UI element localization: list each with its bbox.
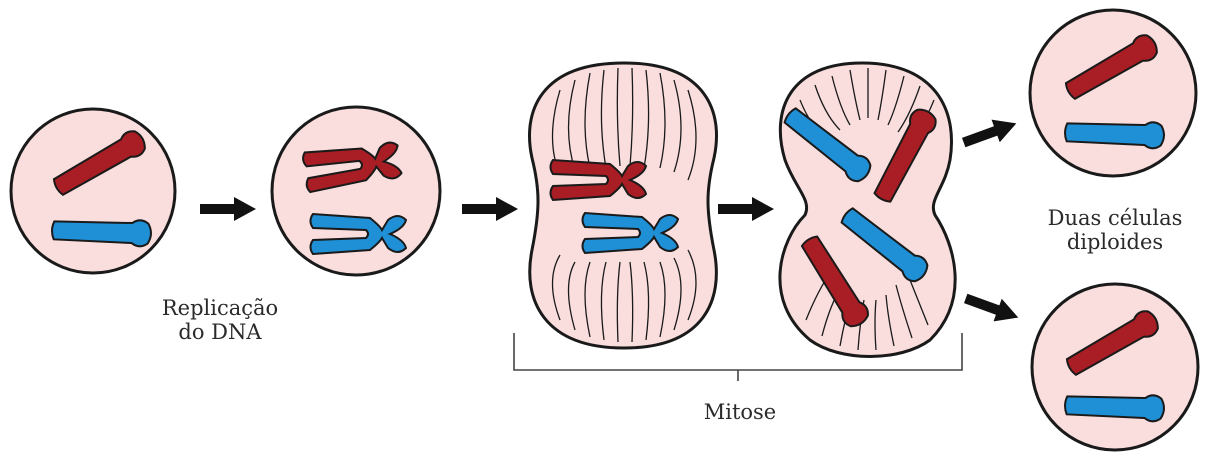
result-label: Duas células diploides [1035,206,1195,254]
arrow-icon [200,197,256,221]
arrow-icon [462,197,518,221]
arrow-icon [962,287,1023,329]
replicated-cell [272,107,440,275]
cell-membrane [11,109,175,273]
arrow-icon [718,197,774,221]
daughter-cell-top [1030,10,1196,176]
replication-label: Replicação do DNA [150,296,290,344]
result-label-line2: diploides [1035,230,1195,254]
daughter-cell-bottom [1032,284,1198,450]
cell-membrane [1030,10,1196,176]
replication-label-line1: Replicação [150,296,290,320]
replication-label-line2: do DNA [150,320,290,344]
metaphase-cell [530,63,717,348]
arrow-icon [960,112,1021,154]
result-label-line1: Duas células [1035,206,1195,230]
dividing-cell [780,63,955,357]
cell-membrane [530,63,717,348]
mitosis-label: Mitose [680,400,800,424]
initial-cell [11,109,175,273]
cell-membrane [1032,284,1198,450]
